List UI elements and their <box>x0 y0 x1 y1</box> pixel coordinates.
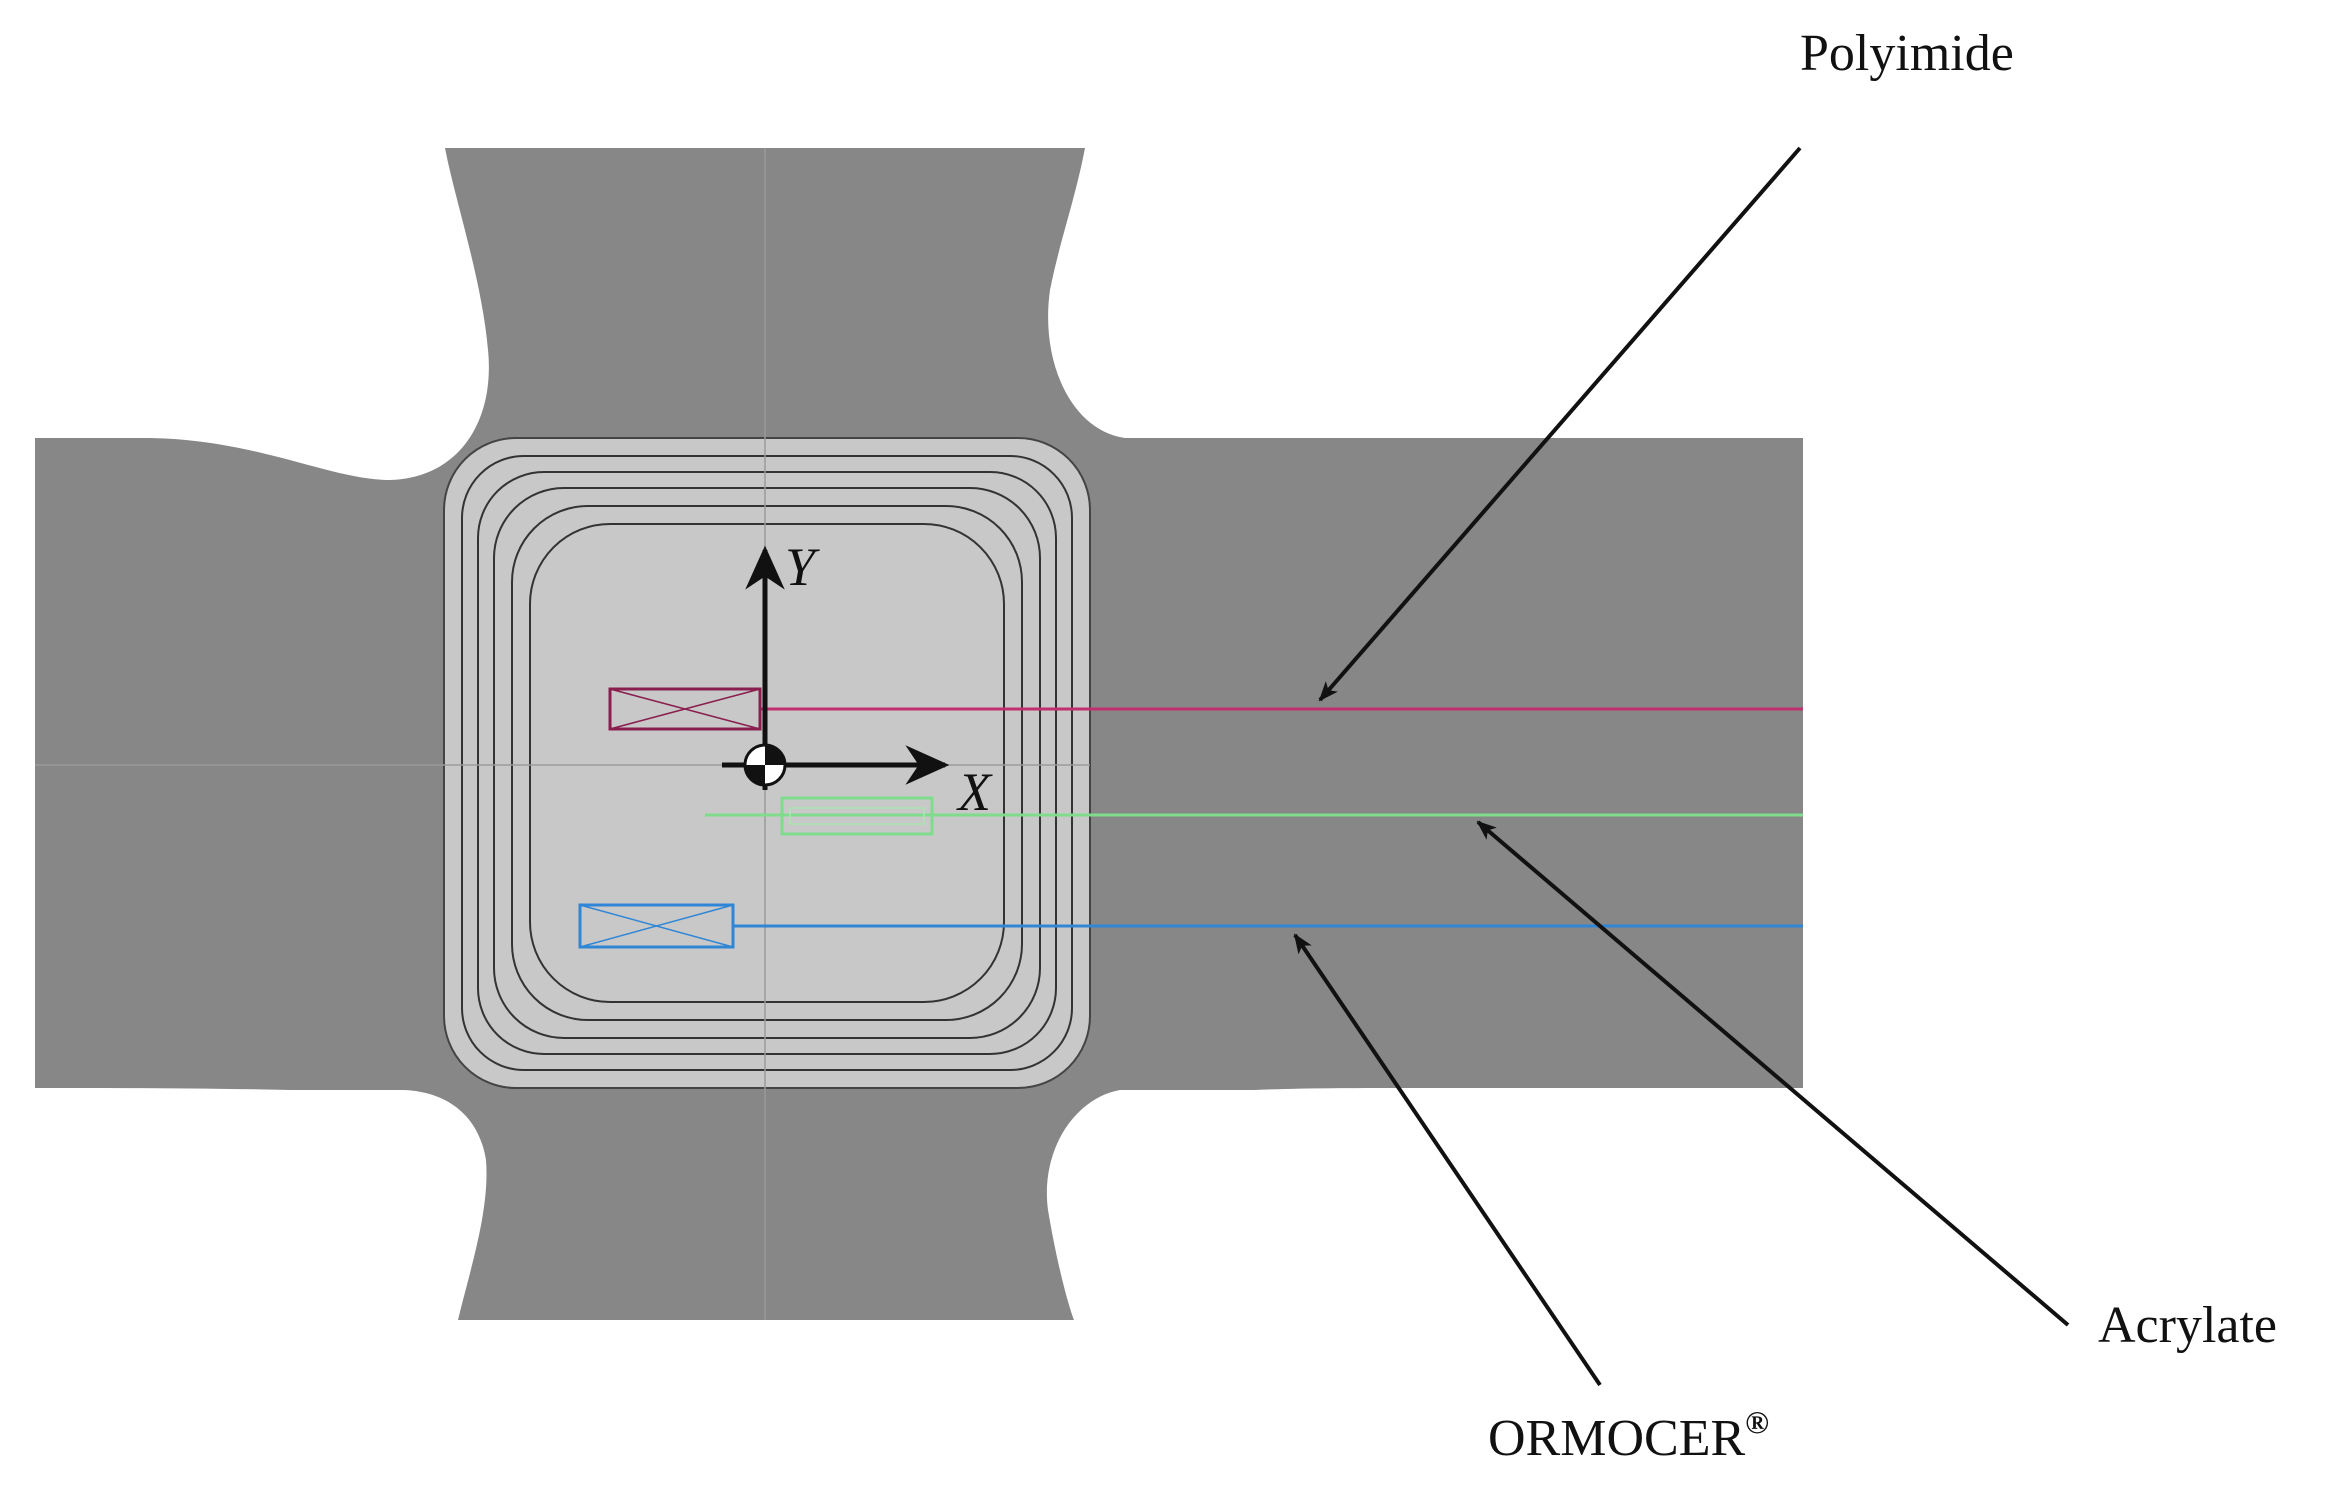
acrylate-fiber <box>705 796 1803 836</box>
ormocer-label-main: ORMOCER <box>1488 1410 1745 1467</box>
polyimide-arrow <box>1318 146 1802 702</box>
acrylate-arrow <box>1476 820 2070 1327</box>
callout-arrows <box>1293 146 2070 1387</box>
x-axis-label: X <box>956 762 993 822</box>
polyimide-grating <box>608 687 762 731</box>
pad-contour-2 <box>477 471 1057 1055</box>
ormocer-arrow <box>1293 933 1602 1387</box>
origin-marker <box>743 743 787 787</box>
acrylate-grating-inner <box>789 807 925 825</box>
origin-quadrant-3 <box>745 765 765 785</box>
polyimide-label: Polyimide <box>1800 25 2014 82</box>
ormocer-grating-cross-2 <box>579 904 734 948</box>
pad-contour-3 <box>493 487 1041 1039</box>
acrylate-grating <box>780 796 934 836</box>
polyimide-fiber <box>608 687 1803 731</box>
acrylate-label: Acrylate <box>2098 1297 2277 1354</box>
pad-contour-5 <box>529 523 1005 1003</box>
polyimide-grating-cross-2 <box>609 688 761 730</box>
y-axis-label: Y <box>785 537 820 597</box>
ormocer-fiber <box>578 903 1803 949</box>
pad-contours <box>461 455 1073 1071</box>
origin-quadrant-1 <box>765 745 785 765</box>
ormocer-label-superscript: ® <box>1745 1404 1769 1440</box>
ormocer-grating <box>578 903 735 949</box>
pad-contour-1 <box>461 455 1073 1071</box>
pad-contour-4 <box>511 505 1023 1021</box>
ormocer-label: ORMOCER® <box>1488 1404 1769 1467</box>
